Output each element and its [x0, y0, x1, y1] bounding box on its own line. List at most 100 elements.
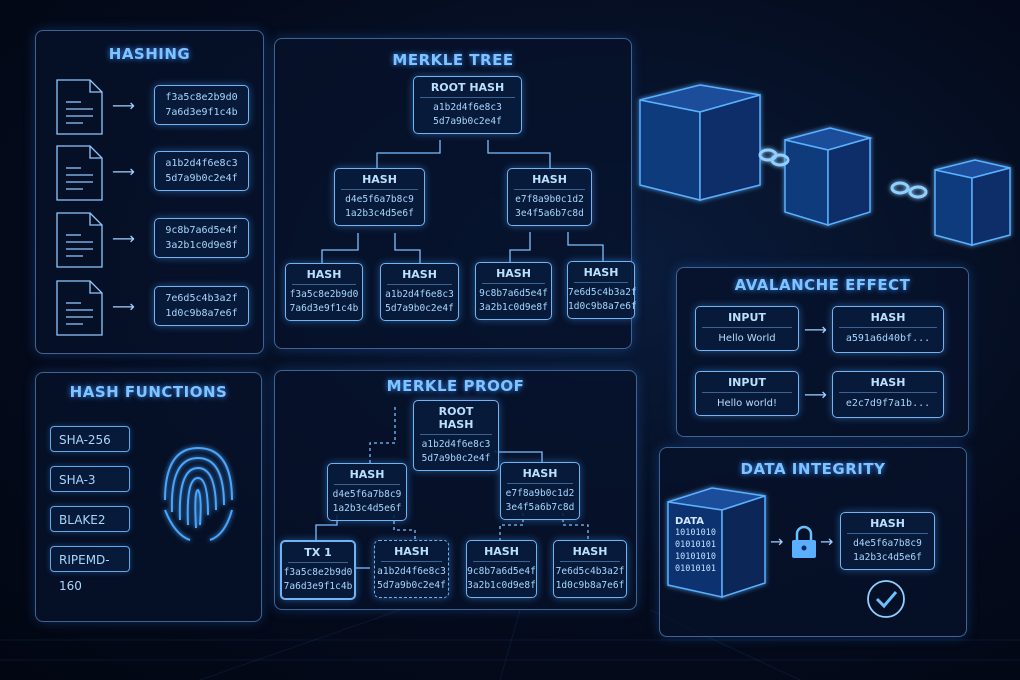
box-label: HASH: [381, 541, 442, 562]
box-label: HASH: [514, 169, 585, 190]
hash-value: a1b2d4f6e8c3: [385, 289, 454, 300]
hash-value: e7f8a9b0c1d2: [505, 488, 575, 499]
hash-function-ripemd160[interactable]: RIPEMD-160: [50, 546, 130, 593]
data-bits: 01010101: [675, 564, 716, 574]
hash-value: 7a6d3e9f1c4b: [283, 581, 353, 592]
hash-value: a1b2d4f6e8c3: [165, 158, 238, 169]
block-cube-1: [639, 84, 761, 201]
panel-title: MERKLE PROOF: [386, 377, 525, 395]
hash-box: HASH d4e5f6a7b8c9 1a2b3c4d5e6f: [327, 463, 407, 521]
box-label: HASH: [292, 264, 356, 285]
leaf-hash-box: HASH f3a5c8e2b9d0 7a6d3e9f1c4b: [285, 263, 363, 321]
hash-value: 9c8b7a6d5e4f: [467, 566, 536, 577]
arrow-icon: ⟶: [112, 297, 135, 316]
hash-box: HASH e7f8a9b0c1d2 3e4f5a6b7c8d: [507, 168, 592, 226]
box-label: HASH: [507, 463, 573, 484]
panel-title: MERKLE TREE: [392, 51, 514, 69]
block-cube-3: [934, 159, 1011, 246]
box-label: INPUT: [702, 307, 792, 328]
hash-output-box: f3a5c8e2b9d0 7a6d3e9f1c4b: [154, 85, 249, 125]
input-text: Hello world!: [716, 398, 778, 409]
hash-function-sha3[interactable]: SHA-3: [50, 466, 130, 492]
hash-function-sha256[interactable]: SHA-256: [50, 426, 130, 452]
hash-value: a591a6d40bf...: [845, 333, 931, 344]
hash-value: a1b2d4f6e8c3: [377, 566, 446, 577]
box-label: HASH: [847, 513, 928, 534]
block-cube-2: [784, 127, 873, 227]
hash-value: f3a5c8e2b9d0: [165, 92, 238, 103]
hash-value: 7e6d5c4b3a2f: [555, 566, 625, 577]
tx-box: TX 1 f3a5c8e2b9d0 7a6d3e9f1c4b: [280, 540, 356, 600]
arrow-icon: ⟶: [804, 385, 827, 404]
box-label: HASH: [839, 372, 937, 393]
hash-value: 5d7a9b0c2e4f: [421, 453, 491, 464]
box-label: ROOT HASH: [420, 77, 515, 98]
hash-value: 1a2b3c4d5e6f: [332, 503, 402, 514]
data-bits: 01010101: [675, 540, 716, 550]
hash-value: a1b2d4f6e8c3: [433, 102, 502, 113]
arrow-icon: →: [820, 532, 834, 551]
hash-value: 3e4f5a6b7c8d: [505, 502, 575, 513]
hash-value: a1b2d4f6e8c3: [421, 439, 491, 450]
hash-value: 3a2b1c0d9e8f: [479, 302, 548, 313]
input-box: INPUT Hello World: [695, 306, 799, 351]
box-label: TX 1: [288, 542, 348, 563]
hash-value: f3a5c8e2b9d0: [283, 567, 353, 578]
chain-link-icon: [758, 148, 928, 199]
hash-value: f3a5c8e2b9d0: [289, 289, 359, 300]
box-label: INPUT: [702, 372, 792, 393]
hash-value: 7a6d3e9f1c4b: [289, 303, 359, 314]
hash-value: 5d7a9b0c2e4f: [433, 116, 502, 127]
hash-value: 5d7a9b0c2e4f: [377, 580, 446, 591]
hash-value: d4e5f6a7b8c9: [332, 489, 402, 500]
hash-function-blake2[interactable]: BLAKE2: [50, 506, 130, 532]
hash-value: e2c7d9f7a1b...: [845, 398, 931, 409]
arrow-icon: ⟶: [804, 320, 827, 339]
box-label: HASH: [387, 264, 452, 285]
box-label: HASH: [482, 263, 545, 284]
hash-value: 3e4f5a6b7c8d: [515, 208, 584, 219]
arrow-icon: →: [770, 532, 784, 551]
panel-title: HASHING: [108, 45, 191, 63]
box-label: HASH: [334, 464, 400, 485]
input-text: Hello World: [718, 333, 776, 344]
hash-value: 1d0c9b8a7e6f: [555, 580, 625, 591]
leaf-hash-box: HASH 9c8b7a6d5e4f 3a2b1c0d9e8f: [475, 262, 552, 320]
box-label: HASH: [839, 307, 937, 328]
box-label: HASH: [473, 541, 530, 562]
hash-value: 1d0c9b8a7e6f: [568, 301, 637, 312]
panel-title: HASH FUNCTIONS: [69, 383, 228, 401]
hash-value: 1a2b3c4d5e6f: [345, 208, 414, 219]
input-box: INPUT Hello world!: [695, 371, 799, 416]
arrow-icon: ⟶: [112, 229, 135, 248]
hash-value: 7e6d5c4b3a2f: [165, 293, 238, 304]
hash-value: e7f8a9b0c1d2: [515, 194, 584, 205]
hash-value: 1a2b3c4d5e6f: [853, 552, 922, 563]
data-bits: 10101010: [675, 528, 716, 538]
root-hash-box: ROOT HASH a1b2d4f6e8c3 5d7a9b0c2e4f: [413, 76, 522, 134]
hash-value: 9c8b7a6d5e4f: [165, 225, 238, 236]
hash-value: 3a2b1c0d9e8f: [467, 580, 536, 591]
hash-box: HASH a591a6d40bf...: [832, 306, 944, 353]
data-block: DATA 10101010 01010101 10101010 01010101: [675, 516, 720, 575]
panel-title: DATA INTEGRITY: [740, 460, 886, 478]
hash-value: 9c8b7a6d5e4f: [479, 288, 548, 299]
hash-value: 5d7a9b0c2e4f: [385, 303, 454, 314]
panel-title: AVALANCHE EFFECT: [734, 276, 911, 294]
hash-value: 7e6d5c4b3a2f: [568, 287, 637, 298]
hash-value: 7a6d3e9f1c4b: [165, 107, 238, 118]
